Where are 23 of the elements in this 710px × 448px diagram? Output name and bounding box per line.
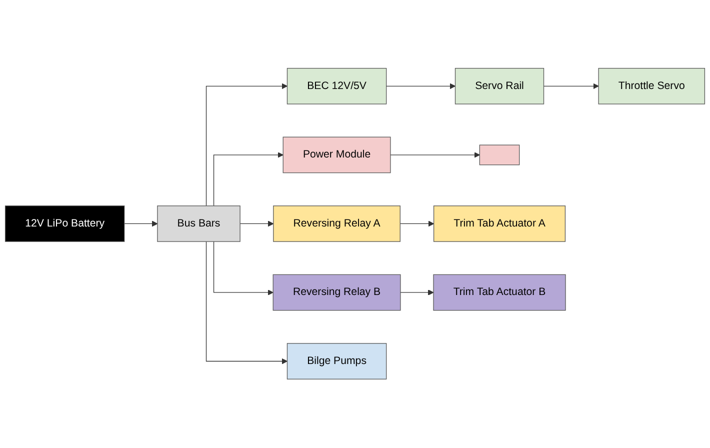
arrow: [213, 152, 284, 206]
node-box: Throttle Servo: [598, 68, 706, 105]
node-box: Bus Bars: [157, 206, 240, 242]
node-box: Power Module: [282, 137, 391, 174]
arrow: [543, 84, 599, 90]
arrow: [206, 242, 288, 364]
node-box: 12V LiPo Battery: [4, 206, 125, 242]
node-box: Trim Tab Actuator B: [433, 274, 566, 311]
arrow: [124, 221, 158, 227]
arrow: [213, 242, 274, 296]
arrow: [390, 152, 480, 158]
node-box: BEC 12V/5V: [286, 68, 387, 105]
node-box: Bilge Pumps: [286, 343, 387, 380]
arrow: [400, 290, 434, 296]
node-box: Reversing Relay B: [272, 274, 401, 311]
arrow: [206, 84, 288, 206]
arrow: [240, 221, 274, 227]
node-box: Servo Rail: [454, 68, 544, 105]
node-box: Reversing Relay A: [273, 206, 400, 242]
node-box: Trim Tab Actuator A: [433, 206, 566, 242]
arrow: [386, 84, 456, 90]
arrow: [400, 221, 434, 227]
node-box: [479, 144, 520, 166]
